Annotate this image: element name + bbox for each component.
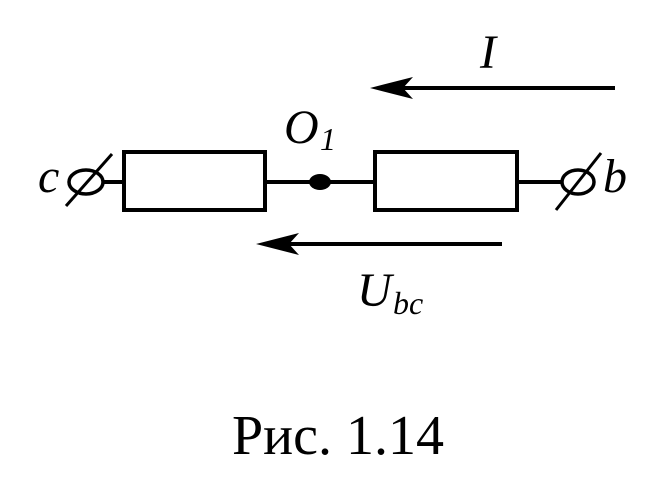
node-subscript: 1 — [320, 121, 336, 157]
resistor-left — [122, 150, 267, 212]
figure-caption: Рис. 1.14 — [232, 405, 444, 467]
voltage-label: U — [357, 264, 395, 317]
node-label: O — [284, 101, 319, 154]
current-arrow — [370, 77, 615, 99]
resistor-right — [373, 150, 519, 212]
terminal-b-label: b — [603, 150, 627, 203]
terminal-b-symbol — [554, 152, 603, 211]
voltage-arrow — [256, 233, 502, 255]
node-o1-dot — [309, 174, 331, 190]
current-label: I — [479, 26, 498, 79]
terminal-c-label: c — [38, 150, 59, 203]
voltage-subscript: bc — [393, 285, 423, 321]
